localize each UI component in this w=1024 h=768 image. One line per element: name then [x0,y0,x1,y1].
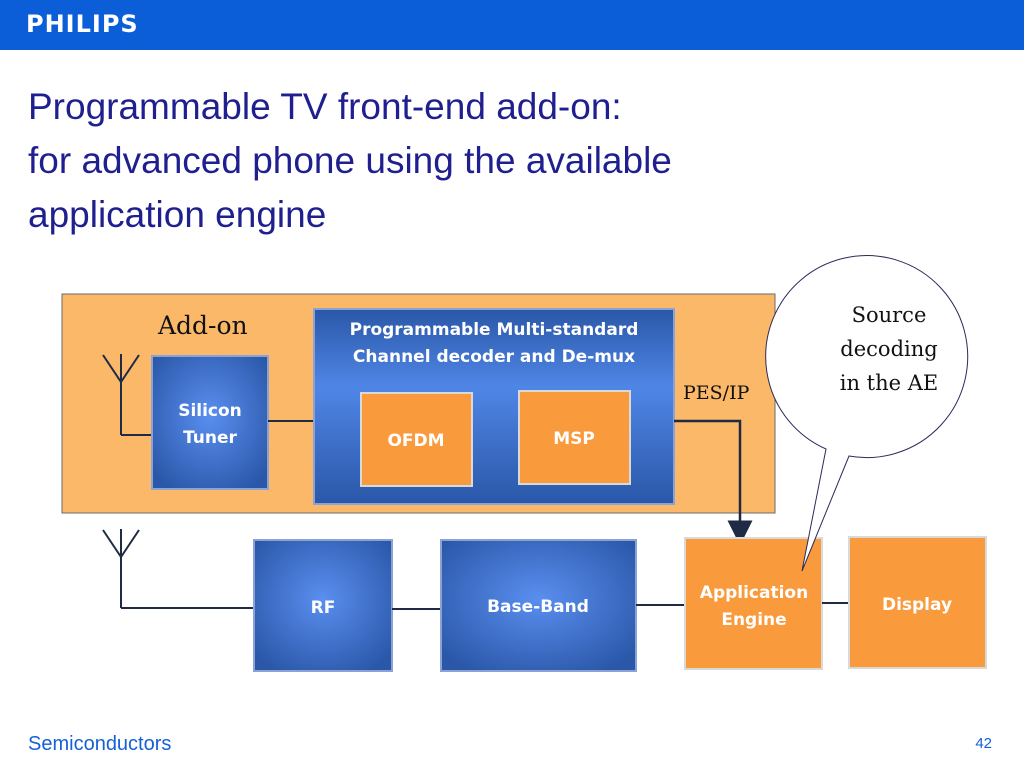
rf-label: RF [311,598,336,618]
callout-line-1: Source [852,303,927,327]
title-line-1: Programmable TV front-end add-on: [28,86,622,127]
callout-bubble [765,255,969,572]
footer-semiconductors: Semiconductors [28,733,172,755]
baseband-label: Base-Band [487,597,589,617]
silicon-tuner-label-1: Silicon [178,401,242,421]
title-line-3: application engine [28,194,327,235]
rf-block [253,539,393,672]
ofdm-label: OFDM [387,431,444,451]
application-engine-label-1: Application [700,583,808,603]
philips-logo: PHILIPS [26,10,139,38]
pes-ip-arrow [674,419,753,546]
silicon-tuner-label-2: Tuner [183,428,237,448]
page-title: Programmable TV front-end add-on: for ad… [28,80,928,242]
display-label: Display [882,595,952,615]
msp-block [518,390,631,485]
antenna-icon-top [102,354,152,436]
pes-ip-label: PES/IP [683,382,750,404]
msp-label: MSP [553,429,595,449]
application-engine-block [684,537,823,670]
page-number: 42 [975,735,992,752]
decoder-title-1: Programmable Multi-standard [350,320,639,340]
addon-label: Add-on [157,311,248,340]
silicon-tuner-block [151,355,269,490]
antenna-icon-bottom [102,529,254,609]
baseband-block [440,539,637,672]
display-block [848,536,987,669]
header-bar: PHILIPS [0,0,1024,50]
callout-line-2: decoding [840,337,937,361]
title-line-2: for advanced phone using the available [28,140,672,181]
application-engine-label-2: Engine [721,610,786,630]
callout-line-3: in the AE [840,371,938,395]
decoder-title-2: Channel decoder and De-mux [353,347,635,367]
ofdm-block [360,392,473,487]
